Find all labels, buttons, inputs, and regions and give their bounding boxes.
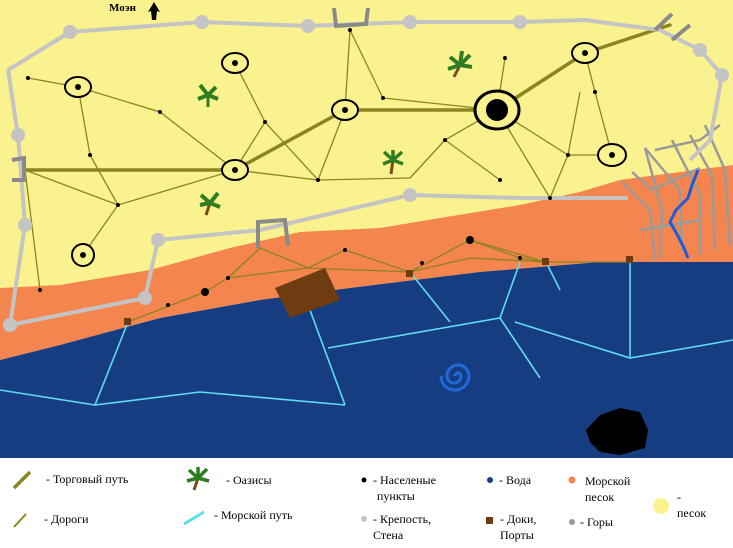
oasis-legend-icon xyxy=(186,467,210,491)
legend-sand-line1: - xyxy=(677,490,681,504)
mountain-legend-icon xyxy=(569,519,575,525)
north-arrow-icon xyxy=(148,2,160,20)
legend-fortress-line2: Стена xyxy=(373,528,404,542)
legend-background xyxy=(0,458,733,548)
legend-docks-line1: - Доки, xyxy=(500,512,537,526)
dock-main xyxy=(275,268,340,318)
docks xyxy=(124,256,633,325)
town-centers xyxy=(75,50,615,258)
legend-roads: - Дороги xyxy=(44,512,89,526)
water-legend-icon xyxy=(487,477,493,483)
legend-icons xyxy=(12,467,669,528)
legend-fortress-line1: - Крепость, xyxy=(373,512,432,526)
legend-trade-route: - Торговый путь xyxy=(46,472,129,486)
sea-route-legend-icon xyxy=(183,510,205,526)
sea-sand-legend-icon xyxy=(568,476,576,484)
legend-docks-line2: Порты xyxy=(500,528,534,542)
fortress-towers xyxy=(3,15,729,332)
oases xyxy=(197,50,473,216)
river xyxy=(668,169,700,259)
legend-sea-sand-line1: Морской xyxy=(585,474,631,488)
rock xyxy=(586,408,648,455)
legend-mountains: - Горы xyxy=(580,515,613,529)
whirlpool xyxy=(439,363,471,392)
settlement-legend-icon xyxy=(361,477,367,483)
legend-sea-route: - Морской путь xyxy=(214,508,293,522)
water-region xyxy=(0,262,733,458)
fortress-legend-icon xyxy=(361,516,367,522)
fortress-gates xyxy=(11,7,692,248)
legend-settlements-line1: - Населеные xyxy=(373,473,436,487)
sea-sand-region xyxy=(0,165,733,360)
legend-oases: - Оазисы xyxy=(226,473,272,487)
legend-settlements-line2: пункты xyxy=(377,489,415,503)
capital-center xyxy=(486,99,508,121)
dock-legend-icon xyxy=(486,517,493,524)
settlements xyxy=(26,28,597,307)
road-legend-icon xyxy=(13,513,27,528)
legend-water: - Вода xyxy=(499,473,532,487)
trade-route-legend-icon xyxy=(12,470,32,490)
sea-routes xyxy=(0,261,733,406)
sand-legend-icon xyxy=(653,498,669,514)
map-title: Моэн xyxy=(109,2,136,14)
legend-sea-sand-line2: песок xyxy=(585,490,615,504)
legend-sand-line2: песок xyxy=(677,506,707,520)
